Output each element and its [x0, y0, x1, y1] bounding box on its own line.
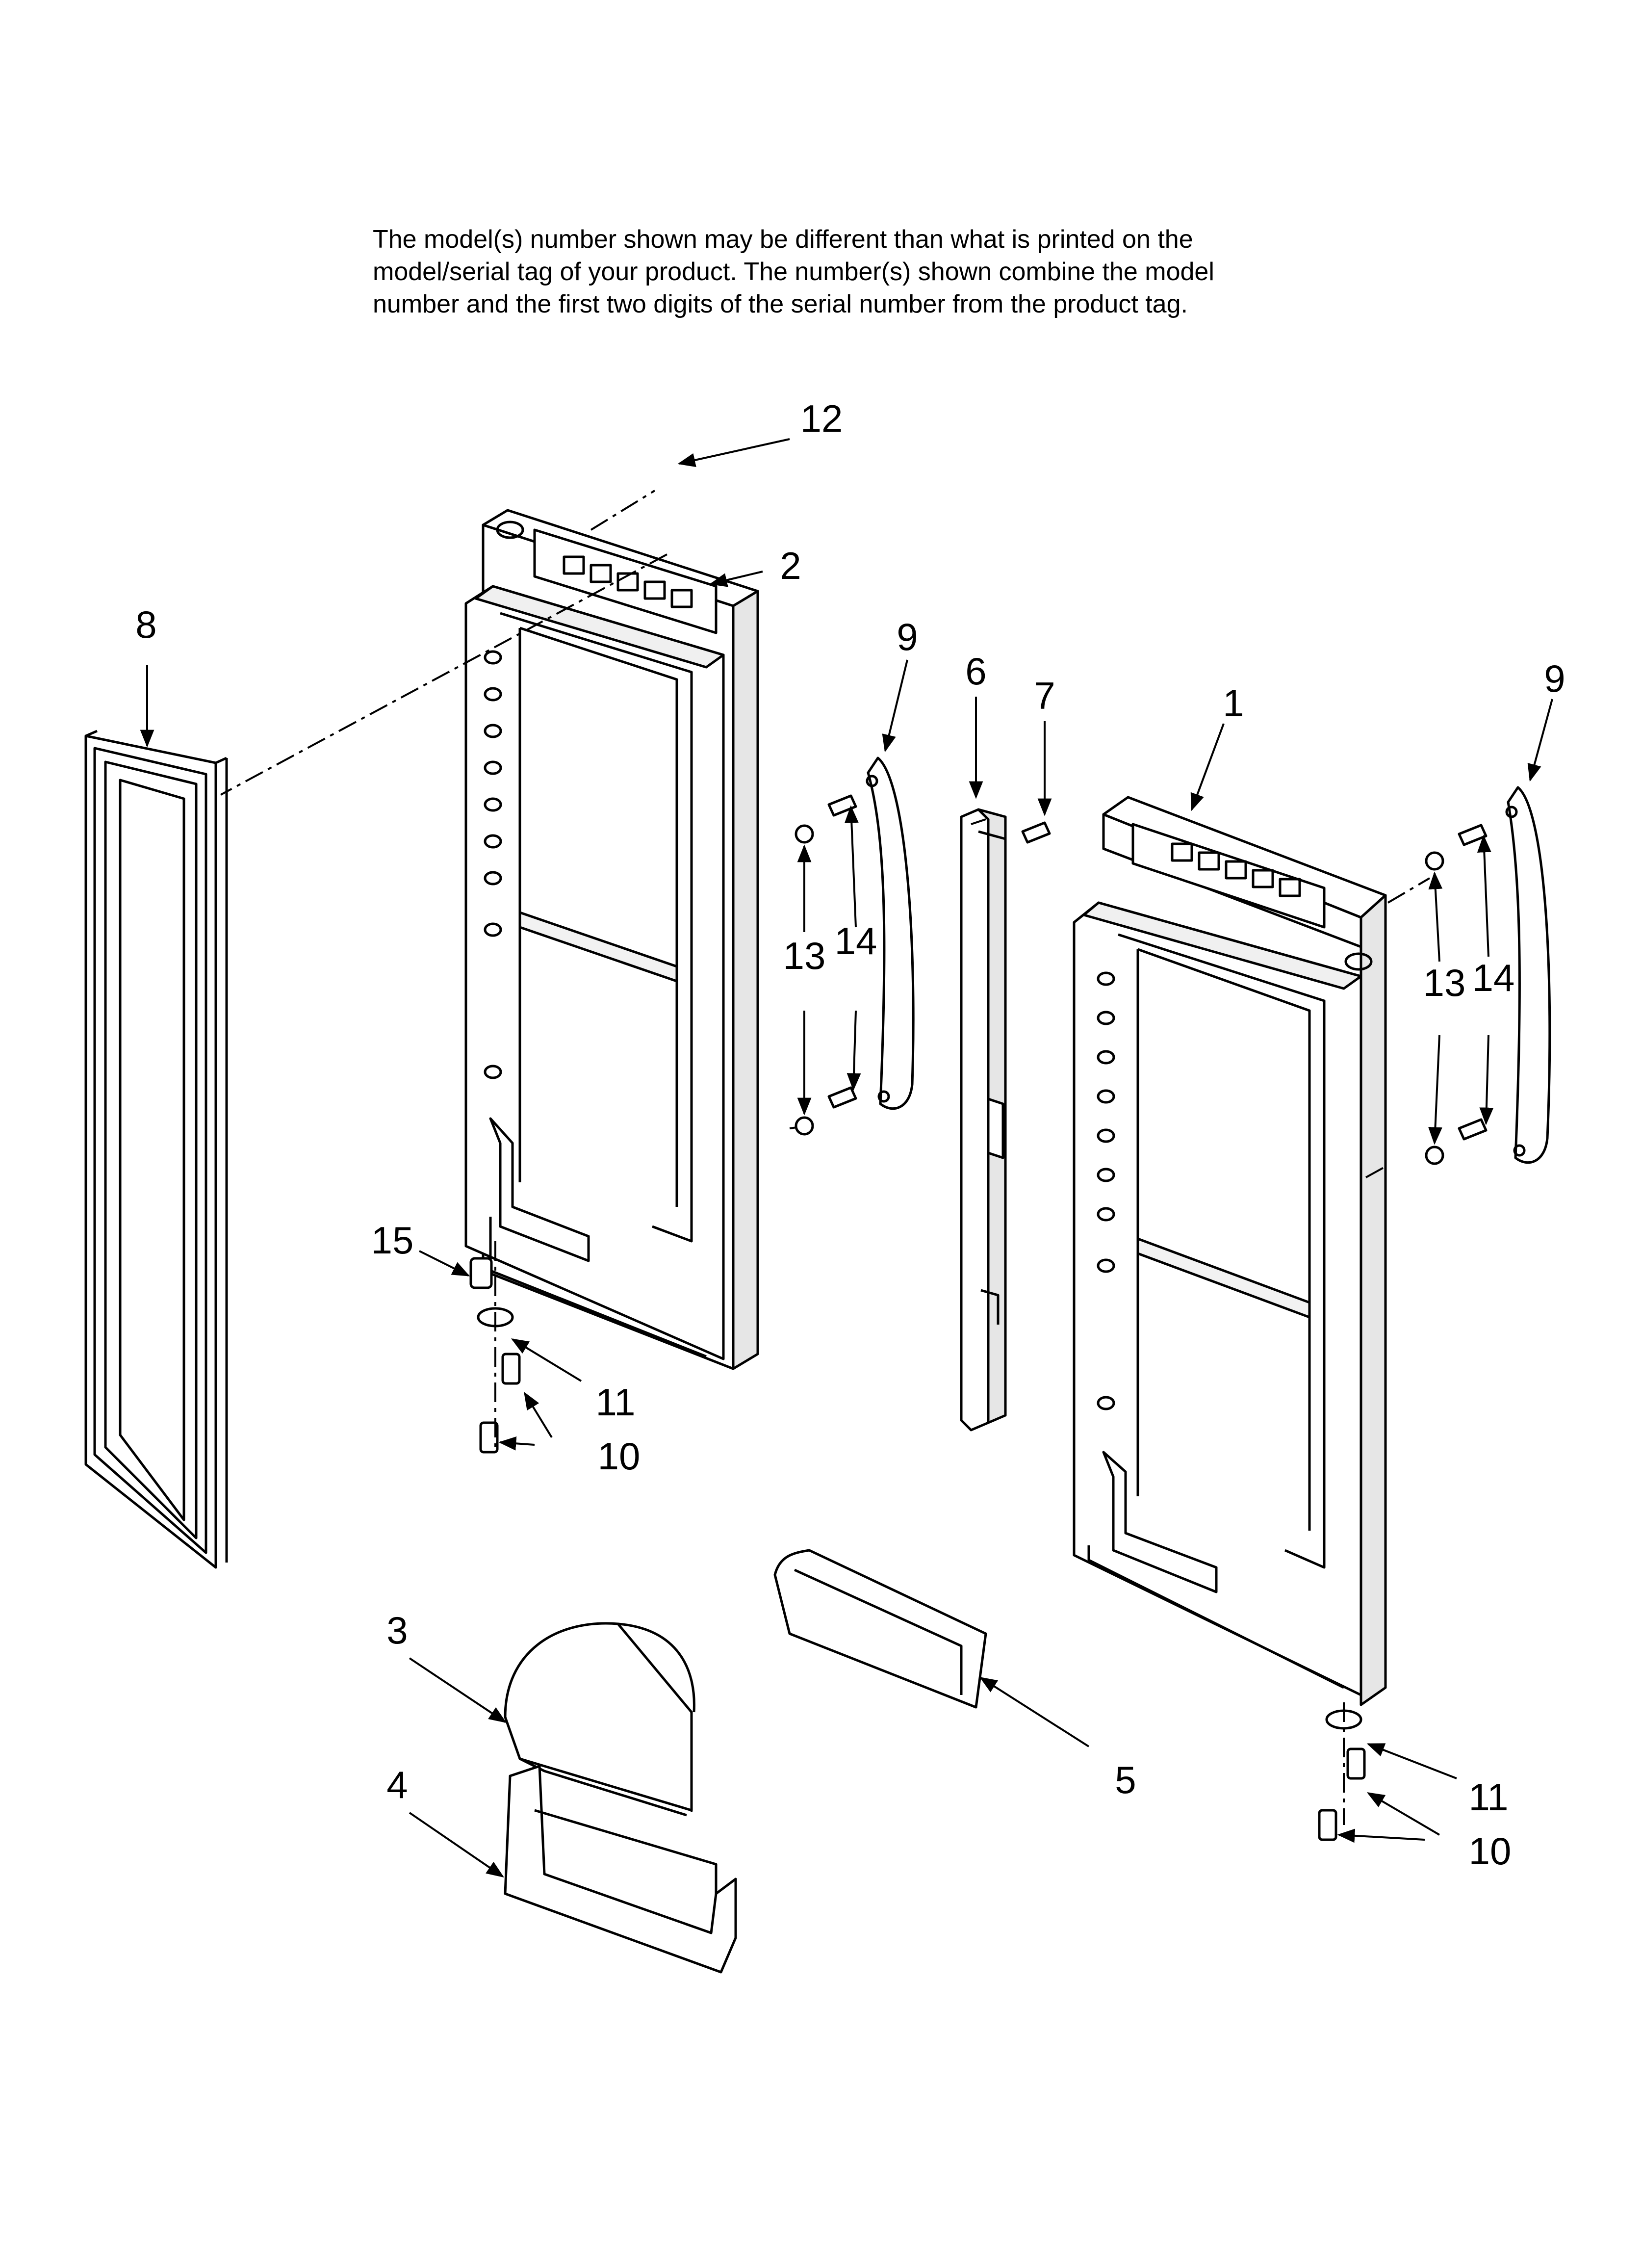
right-door	[1073, 796, 1387, 1706]
callout-14-right: 14	[1472, 956, 1515, 999]
door-bin	[504, 1765, 737, 1974]
callout-11-left: 11	[596, 1381, 636, 1424]
handle-screws	[795, 794, 1488, 1165]
door-bin-cover	[504, 1622, 695, 1817]
callout-15: 15	[371, 1219, 414, 1262]
callout-9-left: 9	[897, 615, 918, 658]
callout-5: 5	[1115, 1758, 1136, 1801]
callout-13-left: 13	[783, 934, 826, 977]
center-mullion	[960, 808, 1007, 1432]
callout-4: 4	[386, 1763, 408, 1806]
door-shelf-bin	[773, 1549, 987, 1709]
model-number-note: The model(s) number shown may be differe…	[373, 225, 1214, 318]
callout-7: 7	[1034, 674, 1055, 717]
door-handle-right	[1505, 786, 1551, 1164]
callout-1: 1	[1223, 681, 1244, 725]
callout-3: 3	[386, 1609, 408, 1652]
callout-6: 6	[965, 650, 986, 693]
callout-13-right: 13	[1423, 961, 1466, 1004]
left-door	[464, 509, 759, 1370]
assembly-guide-lines	[220, 490, 1431, 1825]
callout-9-right: 9	[1544, 657, 1565, 700]
callout-leaders	[140, 438, 1553, 1878]
callout-2: 2	[780, 544, 801, 587]
door-handle-left	[866, 756, 915, 1110]
callout-10-left: 10	[598, 1434, 641, 1478]
callout-14-left: 14	[835, 919, 877, 963]
callout-12: 12	[800, 397, 843, 440]
callout-8: 8	[135, 603, 156, 646]
callout-10-right: 10	[1469, 1829, 1512, 1873]
callout-11-right: 11	[1469, 1775, 1509, 1819]
door-gasket	[84, 730, 228, 1569]
